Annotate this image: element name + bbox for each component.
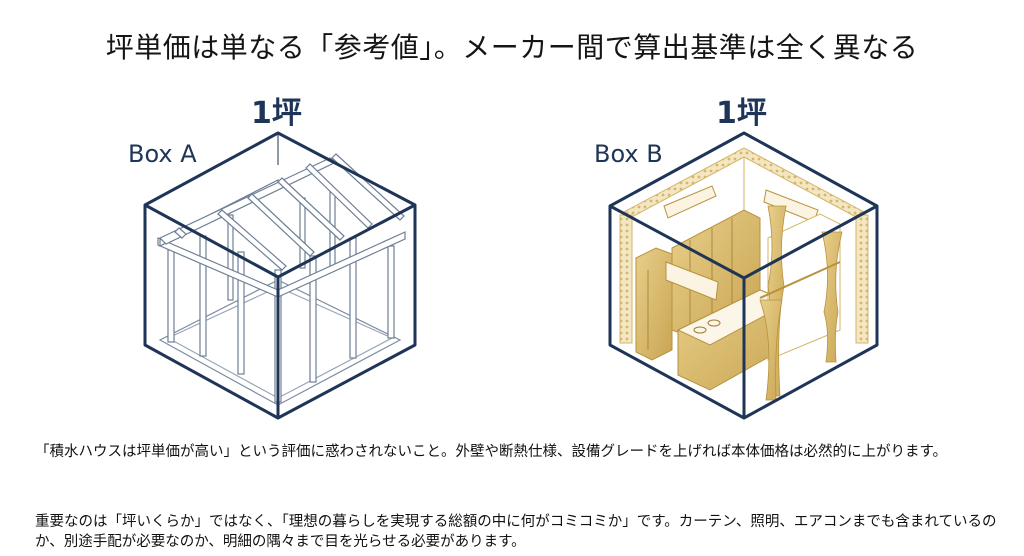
box-a-frame-structure-icon [157,153,406,406]
box-b-cube-outline [608,131,879,420]
box-b-unit-label: 1坪 [716,96,767,131]
box-a-unit-label: 1坪 [251,96,302,131]
paragraph-1: 「積水ハウスは坪単価が高い」という評価に惑わされないこと。外壁や断熱仕様、設備グ… [35,444,948,460]
paragraph-2: 重要なのは「坪いくらか」ではなく、「理想の暮らしを実現する総額の中に何がコミコミ… [35,514,997,550]
box-a-label: Box A [128,140,197,168]
box-b-interior-icon [619,147,869,401]
box-a-cube-outline [143,131,417,420]
page-title: 坪単価は単なる「参考値」。メーカー間で算出基準は全く異なる [105,31,919,64]
box-b-label: Box B [594,140,663,168]
